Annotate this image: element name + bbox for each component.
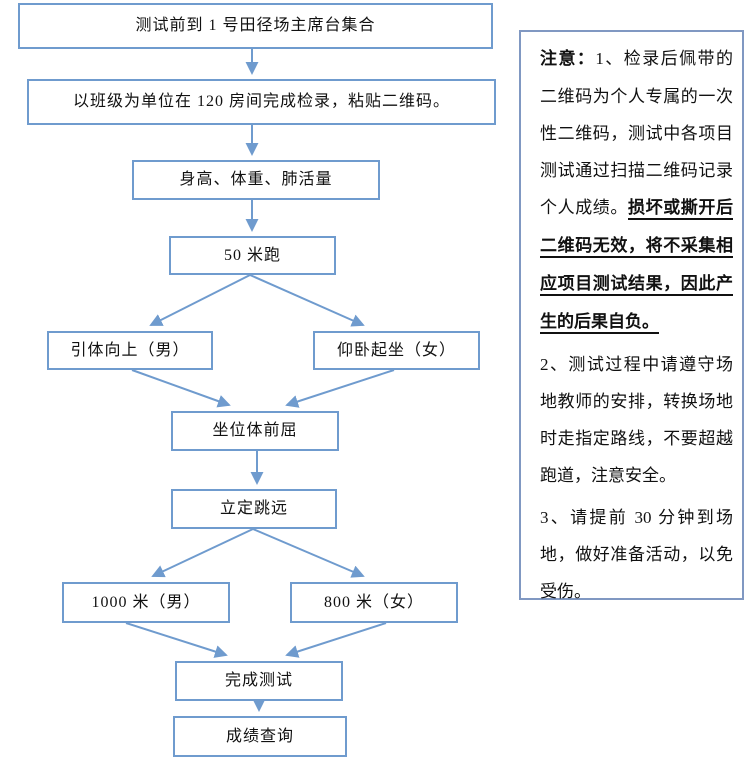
flow-step-sit-ups-female: 仰卧起坐（女） [313, 331, 480, 370]
note-item-1-text: 1、检录后佩带的二维码为个人专属的一次性二维码，测试中各项目测试通过扫描二维码记… [540, 49, 734, 217]
flow-step-standing-long-jump: 立定跳远 [171, 489, 337, 529]
arrow-longjump-to-run1000 [151, 528, 254, 578]
flow-step-run-50m: 50 米跑 [169, 236, 336, 275]
note-item-1-warning: 损坏或撕开后二维码无效，将不采集相应项目测试结果，因此产生的后果自负。 [540, 198, 733, 332]
arrow-run800-to-finish [285, 622, 387, 658]
note-heading: 注意： [540, 49, 596, 69]
arrow-situps-to-sitreach [285, 369, 395, 408]
flow-step-gather: 测试前到 1 号田径场主席台集合 [18, 3, 493, 49]
flow-step-score-query: 成绩查询 [173, 716, 347, 757]
flow-step-checkin: 以班级为单位在 120 房间完成检录，粘贴二维码。 [27, 79, 496, 125]
flow-step-run-1000m-male: 1000 米（男） [62, 582, 230, 623]
note-item-2: 2、测试过程中请遵守场地教师的安排，转换场地时走指定路线，不要超越跑道，注意安全… [540, 355, 733, 485]
flow-step-finish-test: 完成测试 [175, 661, 343, 701]
arrow-pullups-to-sitreach [131, 369, 231, 408]
flow-step-pull-ups-male: 引体向上（男） [47, 331, 213, 370]
note-item-3: 3、请提前 30 分钟到场地，做好准备活动，以免受伤。 [540, 508, 733, 601]
note-item-1: 注意：1、检录后佩带的二维码为个人专属的一次性二维码，测试中各项目测试通过扫描二… [540, 40, 733, 341]
arrow-run50-to-pullups [149, 274, 251, 326]
arrow-run1000-to-finish [125, 622, 228, 658]
flow-step-sit-and-reach: 坐位体前屈 [171, 411, 339, 451]
flow-step-run-800m-female: 800 米（女） [290, 582, 458, 623]
arrow-longjump-to-run800 [252, 528, 365, 578]
flow-step-measurements: 身高、体重、肺活量 [132, 160, 380, 200]
note-box: 注意：1、检录后佩带的二维码为个人专属的一次性二维码，测试中各项目测试通过扫描二… [519, 30, 744, 601]
arrow-run50-to-situps [249, 274, 365, 327]
